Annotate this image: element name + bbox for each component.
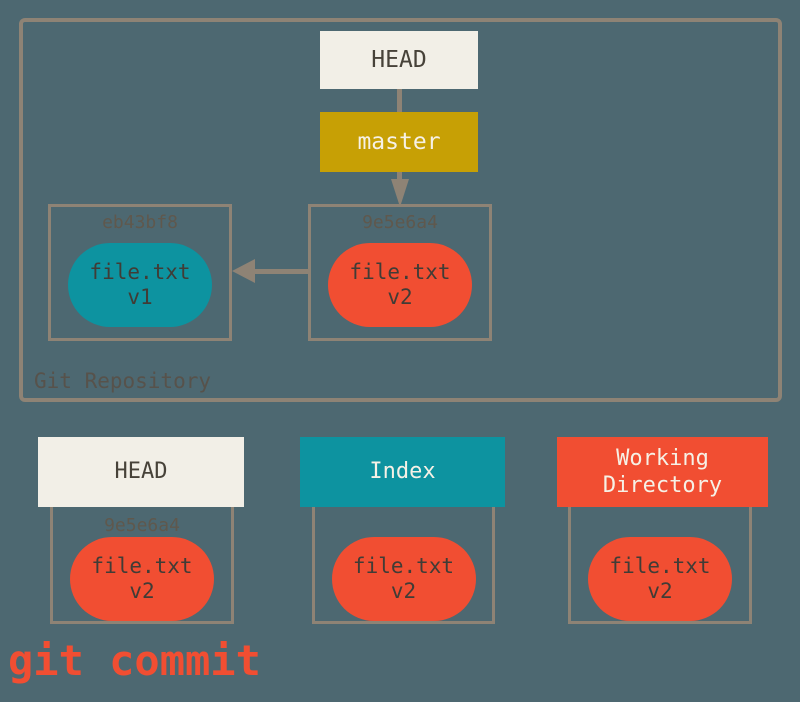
master-branch-box: master [320, 112, 478, 172]
blob-file-label: file.txt [609, 554, 711, 579]
blob-version-label: v1 [127, 285, 153, 309]
working-directory-title: Working Directory [602, 445, 723, 499]
git-commit-caption: git commit [8, 636, 261, 685]
parent-pointer-line [254, 269, 308, 274]
master-branch-label: master [357, 129, 441, 155]
master-to-commit-connector [397, 172, 402, 180]
commit-sha-label: eb43bf8 [102, 212, 178, 233]
index-area-header: Index [300, 437, 505, 507]
file-blob-v2: file.txt v2 [70, 537, 214, 621]
file-blob-v2: file.txt v2 [588, 537, 732, 621]
working-directory-box: file.txt v2 [568, 500, 752, 624]
git-repository-label: Git Repository [34, 369, 212, 393]
blob-version-label: v2 [387, 285, 413, 309]
blob-version-label: v2 [647, 579, 673, 603]
head-ref-box: HEAD [320, 31, 478, 89]
blob-file-label: file.txt [352, 554, 455, 579]
head-area-title: HEAD [114, 459, 168, 485]
commit-box-current: 9e5e6a4 file.txt v2 [308, 204, 492, 341]
blob-file-label: file.txt [91, 554, 193, 579]
arrowhead-down-icon [391, 179, 409, 207]
head-area-sha-label: 9e5e6a4 [104, 515, 180, 536]
head-area-header: HEAD [38, 437, 244, 507]
index-area-title: Index [369, 459, 436, 485]
file-blob-v2: file.txt v2 [328, 243, 472, 327]
head-area-box: 9e5e6a4 file.txt v2 [50, 500, 234, 624]
arrowhead-left-icon [232, 259, 255, 283]
index-area-box: file.txt v2 [312, 500, 495, 624]
blob-version-label: v2 [129, 579, 155, 603]
blob-file-label: file.txt [89, 260, 191, 285]
working-directory-header: Working Directory [557, 437, 768, 507]
file-blob-v1: file.txt v1 [68, 243, 212, 327]
commit-box-parent: eb43bf8 file.txt v1 [48, 204, 232, 341]
commit-sha-label: 9e5e6a4 [362, 212, 438, 233]
file-blob-v2: file.txt v2 [331, 537, 476, 621]
head-ref-label: HEAD [371, 47, 427, 73]
git-repository-container: Git Repository [19, 18, 782, 402]
blob-file-label: file.txt [349, 260, 451, 285]
head-to-master-connector [397, 89, 402, 112]
blob-version-label: v2 [390, 579, 417, 603]
